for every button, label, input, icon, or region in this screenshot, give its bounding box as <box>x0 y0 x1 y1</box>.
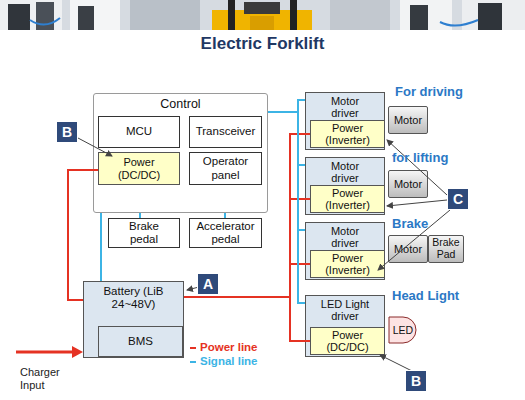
legend-entry: Power line <box>190 340 258 354</box>
legend-swatch <box>190 347 196 349</box>
node-text: BMS <box>128 335 153 348</box>
legend-swatch <box>190 361 196 363</box>
leader-line <box>380 355 412 371</box>
input-label: Charger Input <box>20 366 70 392</box>
charger-panel <box>410 5 428 30</box>
charger-input-arrow <box>16 351 73 354</box>
node-text: Battery (LiB 24~48V) <box>89 285 179 311</box>
charger-panel <box>8 4 30 30</box>
node-text: LED Light driver <box>315 298 375 322</box>
signal-line <box>100 213 102 281</box>
node-text: Motor <box>394 243 422 255</box>
node-text: Motor driver <box>320 160 370 184</box>
power-line <box>184 264 310 297</box>
component-box: MCU <box>98 116 180 148</box>
signal-line <box>268 100 305 112</box>
brake-pad-box: Brake Pad <box>428 235 464 263</box>
motor-box: Motor <box>388 235 428 263</box>
pedal-box: Accelerator pedal <box>189 218 262 248</box>
charger-unit <box>462 0 525 30</box>
leader-line <box>387 140 447 195</box>
power-box: Power (DC/DC) <box>98 152 180 185</box>
callout-letter: B <box>405 370 427 392</box>
charger-unit <box>70 0 120 30</box>
battery-box: Battery (LiB 24~48V) BMS <box>83 281 184 358</box>
node-text: Operator panel <box>198 155 253 181</box>
function-label: Brake <box>392 216 428 231</box>
forklift-panel <box>250 16 274 30</box>
node-text: Power (Inverter) <box>320 187 375 211</box>
charger-input-arrowhead <box>72 346 83 358</box>
power-line <box>184 297 310 341</box>
node-text: Motor <box>394 178 422 190</box>
component-box: Transceiver <box>189 116 262 148</box>
driver-box: Motor driverPower (Inverter) <box>305 157 385 215</box>
node-text: Brake pedal <box>122 220 167 246</box>
node-text: MCU <box>126 125 152 138</box>
power-box: Power (DC/DC) <box>310 327 385 355</box>
led-symbol: LED <box>388 316 418 344</box>
function-label: for lifting <box>392 150 448 165</box>
charger-unit <box>0 0 62 30</box>
led-shape <box>389 317 416 343</box>
legend-text: Power line <box>200 341 258 353</box>
node-text: Transceiver <box>196 125 256 138</box>
node-text: Motor driver <box>320 225 370 249</box>
node-text: Motor <box>394 114 422 126</box>
component-box: Operator panel <box>189 152 262 185</box>
power-line <box>184 134 310 297</box>
bms-box: BMS <box>98 326 183 357</box>
node-text: LED <box>393 324 413 336</box>
signal-line <box>268 112 305 230</box>
driver-box: Motor driverPower (Inverter) <box>305 92 385 150</box>
photo-strip <box>0 0 525 30</box>
group-box: ControlMCU TransceiverPower (DC/DC) Operat… <box>93 93 268 213</box>
node-text: Motor driver <box>320 95 370 119</box>
node-text: Control <box>160 97 200 111</box>
signal-line <box>268 112 305 303</box>
legend-text: Signal line <box>200 355 258 367</box>
function-label: Head Light <box>392 288 459 303</box>
node-text: Accelerator pedal <box>193 220 258 246</box>
node-text: Power (DC/DC) <box>115 156 163 180</box>
callout-letter: B <box>56 121 78 143</box>
background-wall <box>330 0 390 30</box>
charger-unit <box>400 0 452 30</box>
node-text: Power (Inverter) <box>320 252 375 276</box>
legend-entry: Signal line <box>190 354 258 368</box>
motor-box: Motor <box>388 170 428 198</box>
diagram-title: Electric Forklift <box>0 34 525 54</box>
node-text: Brake Pad <box>430 237 462 260</box>
driver-box: Motor driverPower (Inverter) <box>305 222 385 280</box>
pedal-box: Brake pedal <box>108 218 180 248</box>
charging-cable <box>30 18 60 25</box>
power-box: Power (Inverter) <box>310 250 385 278</box>
forklift-seat <box>244 2 280 14</box>
callout-letter: A <box>197 273 219 295</box>
power-box: Power (Inverter) <box>310 120 385 148</box>
legend: Power lineSignal line <box>190 340 258 368</box>
charger-panel <box>78 6 94 30</box>
signal-line <box>268 112 305 165</box>
callout-letter: C <box>447 188 469 210</box>
function-label: For driving <box>395 84 463 99</box>
power-line <box>184 199 310 297</box>
forklift-mast <box>290 0 297 30</box>
leader-line <box>387 200 447 206</box>
charging-cable <box>440 20 478 26</box>
node-text: Power (DC/DC) <box>324 329 372 353</box>
background-wall <box>130 0 200 30</box>
charger-panel <box>478 3 502 30</box>
photo-background <box>0 0 525 30</box>
motor-box: Motor <box>388 106 428 134</box>
forklift-mast <box>228 0 235 30</box>
node-text: Power (Inverter) <box>320 122 375 146</box>
charger-panel <box>36 2 54 30</box>
power-box: Power (Inverter) <box>310 185 385 213</box>
driver-box: LED Light driverPower (DC/DC) <box>305 295 385 357</box>
